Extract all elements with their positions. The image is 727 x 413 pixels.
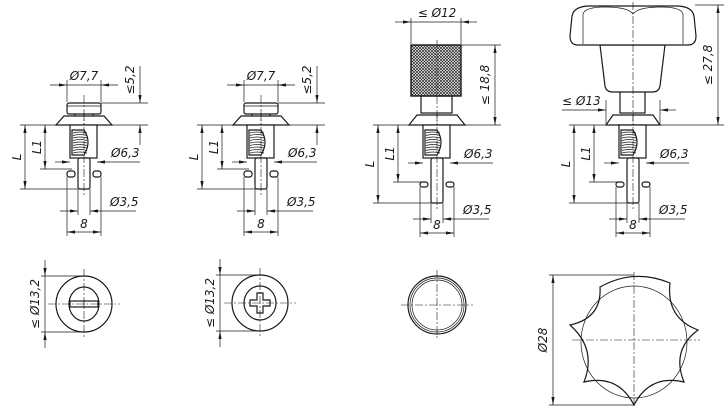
- dim-L1-label: L1: [30, 140, 44, 154]
- dim-star-diameter-label: Ø28: [536, 327, 550, 353]
- top-view-knurled-knob: [401, 270, 473, 340]
- star-outline: [568, 275, 700, 407]
- dim-head-height-label: ≤5,2: [300, 65, 314, 94]
- head-dimensions: Ø7,7 ≤5,2: [50, 65, 148, 145]
- cross-pin: [66, 170, 76, 178]
- dim-face-diameter-label: ≤ Ø13,2: [203, 278, 217, 328]
- dim-L-label: L: [559, 161, 573, 168]
- dim-L1-label: L1: [207, 140, 221, 154]
- side-view-star-knob: ≤ Ø13 ≤ 27,8L L1 Ø6,3Ø3,5 8: [559, 2, 724, 237]
- dim-head-diameter-label: Ø7,7: [69, 69, 99, 83]
- dim-L1-label: L1: [579, 146, 593, 160]
- dim-pin-spacing-label: 8: [80, 217, 88, 231]
- plunger-dimensions: L L1 Ø6,3Ø3,5 8: [363, 124, 493, 237]
- dim-pin-spacing-label: 8: [257, 217, 265, 231]
- plunger-body: [66, 113, 102, 195]
- dim-L-label: L: [363, 161, 377, 168]
- cross-pin: [92, 170, 102, 178]
- star-knob: [569, 2, 697, 126]
- plunger-dimensions: L L1 Ø6,3Ø3,5 8: [187, 124, 317, 236]
- dim-body-diameter-label: Ø6,3: [659, 147, 689, 161]
- dim-body-diameter-label: Ø6,3: [287, 146, 317, 160]
- dim-pin-spacing-label: 8: [629, 218, 637, 232]
- dim-body-diameter-label: Ø6,3: [463, 147, 493, 161]
- dim-pin-diameter-label: Ø3,5: [658, 203, 688, 217]
- head-dimensions: ≤ Ø13 ≤ 27,8: [562, 4, 724, 126]
- side-view-slotted: Ø7,7 ≤5,2L L1 Ø6,3Ø3,5 8: [10, 65, 148, 236]
- dim-head-height-label: ≤5,2: [123, 65, 137, 94]
- top-view-slotted: ≤ Ø13,2: [28, 260, 120, 348]
- plunger-body: [615, 113, 651, 209]
- side-view-phillips: Ø7,7 ≤5,2L L1 Ø6,3Ø3,5 8: [187, 65, 325, 236]
- top-view-phillips: ≤ Ø13,2: [203, 259, 296, 347]
- face-dimension: ≤ Ø13,2: [203, 259, 260, 347]
- face-dimension: ≤ Ø13,2: [28, 260, 84, 348]
- plunger-body: [243, 113, 279, 195]
- cross-pin: [641, 181, 651, 188]
- cross-pin: [269, 170, 279, 178]
- dim-pin-spacing-label: 8: [433, 218, 441, 232]
- dim-pin-diameter-label: Ø3,5: [109, 195, 139, 209]
- cross-pin: [243, 170, 253, 178]
- dim-pin-diameter-label: Ø3,5: [286, 195, 316, 209]
- dim-overall-height-label: ≤ 27,8: [701, 44, 715, 85]
- cross-pin: [615, 181, 625, 188]
- knurled-knob: [407, 40, 467, 126]
- dim-L-label: L: [10, 154, 24, 161]
- cross-pin: [445, 181, 455, 188]
- plunger-dimensions: L L1 Ø6,3Ø3,5 8: [559, 124, 689, 237]
- dim-pin-diameter-label: Ø3,5: [462, 203, 492, 217]
- plunger-body: [419, 113, 455, 209]
- dim-head-height-label: ≤ 18,8: [478, 64, 492, 105]
- dim-flange-diameter-label: ≤ Ø13: [562, 94, 601, 108]
- face-dimension: Ø28: [536, 274, 634, 406]
- dim-face-diameter-label: ≤ Ø13,2: [28, 279, 42, 329]
- dim-L-label: L: [187, 154, 201, 161]
- side-view-knurled-knob: ≤ Ø12 ≤ 18,8L L1 Ø6,3Ø3,5 8: [363, 6, 501, 237]
- plunger-dimensions: L L1 Ø6,3Ø3,5 8: [10, 124, 140, 236]
- cross-pin: [419, 181, 429, 188]
- dim-body-diameter-label: Ø6,3: [110, 146, 140, 160]
- top-view-star-knob: Ø28: [536, 272, 700, 408]
- dim-head-diameter-label: Ø7,7: [246, 69, 276, 83]
- head-dimensions: ≤ Ø12 ≤ 18,8: [395, 6, 501, 126]
- head-dimensions: Ø7,7 ≤5,2: [227, 65, 325, 145]
- dim-L1-label: L1: [383, 146, 397, 160]
- dim-head-diameter-label: ≤ Ø12: [418, 6, 457, 20]
